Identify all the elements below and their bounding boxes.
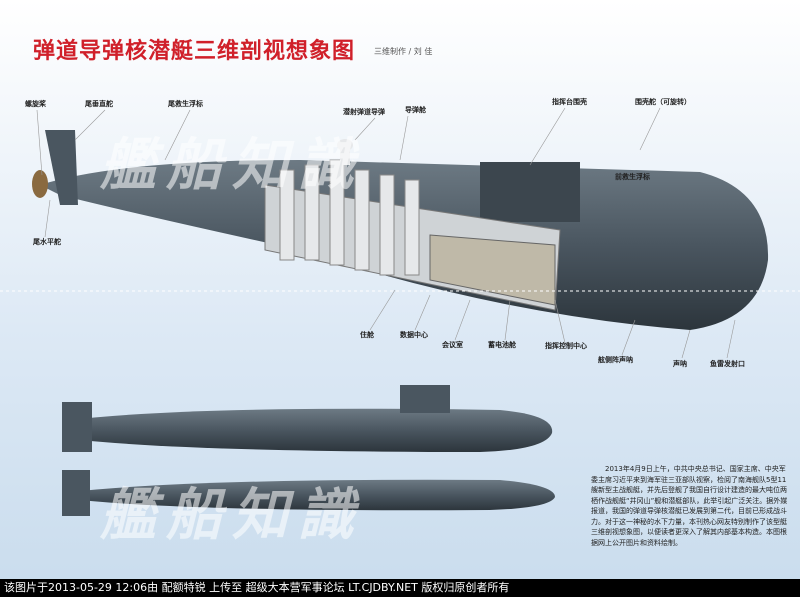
- label-torpedo-tubes: 鱼雷发射口: [710, 360, 745, 368]
- label-sonar: 声呐: [673, 360, 687, 368]
- main-submarine: [0, 130, 800, 330]
- label-battery: 蓄电池舱: [488, 341, 516, 349]
- watermark: 艦船知識: [100, 483, 364, 548]
- page-title: 弹道导弹核潜艇三维剖视想象图: [33, 39, 356, 64]
- label-sail: 指挥台围壳: [552, 98, 587, 106]
- watermark: 艦船知識: [100, 133, 364, 198]
- label-front-buoy: 前救生浮标: [615, 173, 650, 181]
- label-stern-planes: 尾水平舵: [33, 238, 61, 246]
- label-command-center: 指挥控制中心: [545, 342, 587, 350]
- label-quarters: 住舱: [360, 331, 374, 339]
- footer-caption: 该图片于2013-05-29 12:06由 配额特锐 上传至 超级大本营军事论坛…: [0, 579, 800, 597]
- label-rudder: 尾垂直舵: [85, 100, 113, 108]
- label-missile-bay: 导弹舱: [405, 106, 426, 114]
- label-propeller: 螺旋桨: [25, 100, 46, 108]
- label-rear-buoy: 尾救生浮标: [168, 100, 203, 108]
- label-sail-planes: 围壳舵（可旋转）: [635, 98, 691, 106]
- top-view-submarine: [62, 470, 555, 516]
- label-data-center: 数据中心: [400, 331, 428, 339]
- label-slbm: 潜射弹道导弹: [343, 108, 385, 116]
- label-meeting-room: 会议室: [442, 341, 463, 349]
- description-paragraph: 2013年4月9日上午，中共中央总书记、国家主席、中央军委主席习近平来到海军驻三…: [591, 465, 788, 547]
- label-flank-sonar: 舷侧阵声呐: [598, 356, 633, 364]
- side-view-submarine: [62, 385, 553, 452]
- credit: 三维制作 / 刘 佳: [374, 47, 433, 56]
